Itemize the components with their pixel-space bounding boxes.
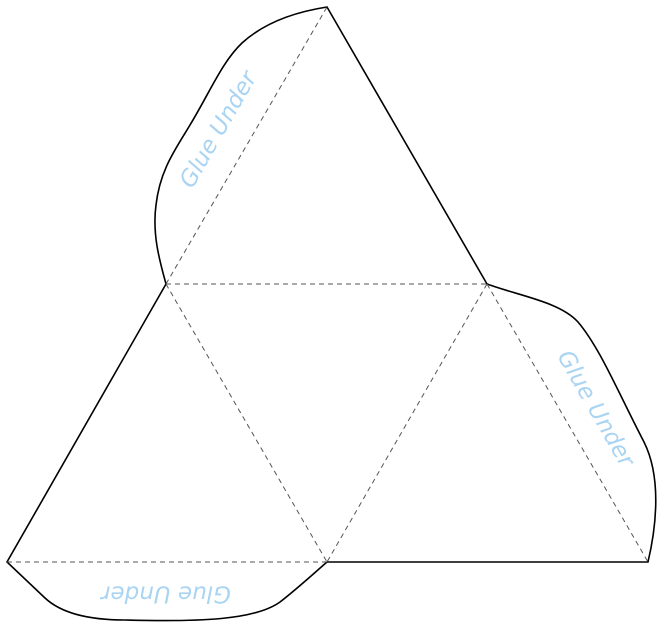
fold-line-middle-right — [326, 283, 488, 563]
net-outline — [5, 6, 657, 622]
glue-label-right: Glue Under — [552, 346, 640, 473]
fold-line-tab-top-left — [165, 6, 328, 285]
fold-line-tab-right — [486, 283, 649, 563]
fold-lines — [7, 6, 649, 563]
glue-label-bottom: Glue Under — [100, 581, 231, 607]
fold-line-middle-left — [165, 283, 328, 563]
